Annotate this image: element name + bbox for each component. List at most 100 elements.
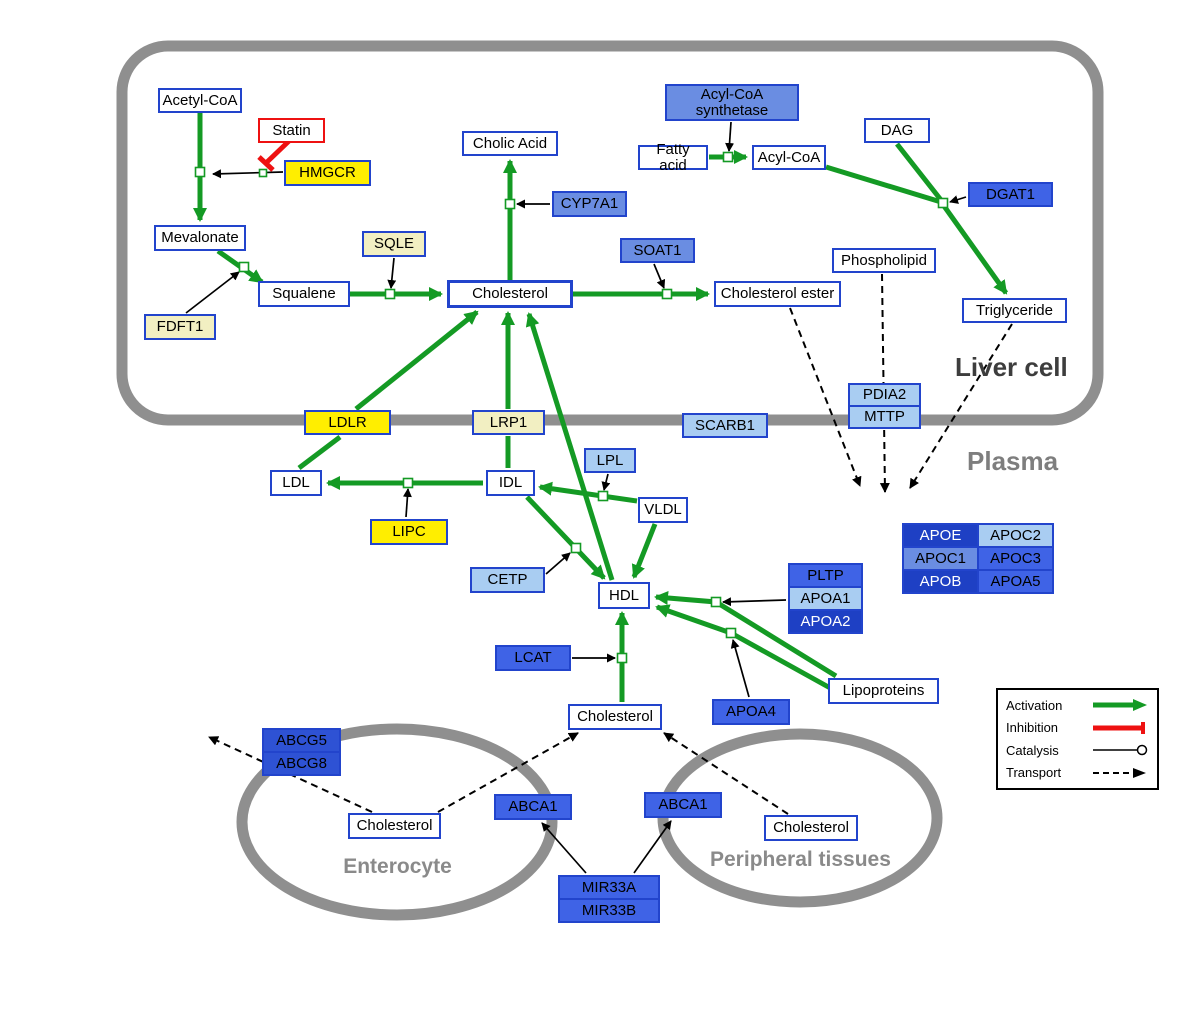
legend-inhibition-label: Inhibition [1006,720,1059,736]
node-vldl[interactable]: VLDL [638,497,688,523]
peripheral-tissues-label: Peripheral tissues [710,848,891,871]
transport-cholesterolester-plasma [789,307,862,487]
node-cholesterol-enterocyte[interactable]: Cholesterol [348,813,441,839]
transport-dashed-arrow-icon [1093,767,1146,778]
node-hdl[interactable]: HDL [598,582,650,609]
node-apob[interactable]: APOB [902,569,979,594]
node-lipoproteins[interactable]: Lipoproteins [828,678,939,704]
node-apoa4[interactable]: APOA4 [712,699,790,725]
reaction-node [504,198,516,210]
node-lpl[interactable]: LPL [584,448,636,473]
legend-row-activation: Activation [1006,694,1149,716]
reaction-node [384,288,396,300]
node-apoa1[interactable]: APOA1 [788,586,863,611]
legend-transport-label: Transport [1006,765,1062,781]
legend-row-inhibition: Inhibition [1006,717,1149,739]
activation-ldl-ldlr [297,435,342,470]
node-soat1[interactable]: SOAT1 [620,238,695,263]
node-cyp7a1[interactable]: CYP7A1 [552,191,627,217]
node-apoc1[interactable]: APOC1 [902,546,979,571]
node-apoc3[interactable]: APOC3 [977,546,1054,571]
catalysis-cetp [545,552,571,575]
node-mevalonate[interactable]: Mevalonate [154,225,246,251]
node-dgat1[interactable]: DGAT1 [968,182,1053,207]
catalysis-circle-icon [1093,745,1148,756]
enterocyte-label: Enterocyte [343,855,452,878]
arrow-mir33-abca1-enterocyte [541,822,587,874]
node-mir33b[interactable]: MIR33B [558,898,660,923]
inhibition-statin-cap [257,155,275,172]
node-cholesterol-peripheral[interactable]: Cholesterol [764,815,858,841]
reaction-node [570,542,582,554]
node-cholesterol-liver[interactable]: Cholesterol [447,280,573,308]
node-squalene[interactable]: Squalene [258,281,350,307]
node-idl[interactable]: IDL [486,470,535,496]
node-scarb1[interactable]: SCARB1 [682,413,768,438]
node-abca1-enterocyte[interactable]: ABCA1 [494,794,572,820]
transport-peripheral-plasma-cholesterol [663,732,789,815]
catalysis-lipc [402,488,412,518]
activation-ldlr-cholesterol [354,310,479,411]
catalysis-lpl [601,473,611,491]
activation-arrow-icon [1093,699,1147,712]
node-apoa5[interactable]: APOA5 [977,569,1054,594]
catalysis-sqle [387,257,397,289]
node-cholic-acid[interactable]: Cholic Acid [462,131,558,156]
node-cholesterol-ester[interactable]: Cholesterol ester [714,281,841,307]
node-abcg8[interactable]: ABCG8 [262,751,341,776]
reaction-node [597,490,609,502]
node-abca1-peripheral[interactable]: ABCA1 [644,792,722,818]
node-ldlr[interactable]: LDLR [304,410,391,435]
activation-edges [193,113,1009,702]
node-pltp[interactable]: PLTP [788,563,863,588]
node-mttp[interactable]: MTTP [848,405,921,429]
legend-activation-label: Activation [1006,697,1063,713]
reaction-nodes [194,151,949,664]
node-triglyceride[interactable]: Triglyceride [962,298,1067,323]
node-mir33a[interactable]: MIR33A [558,875,660,900]
legend: Activation Inhibition Catalysis Transpor… [996,688,1159,790]
activation-acylcoa-junction [825,164,942,205]
node-phospholipid[interactable]: Phospholipid [832,248,936,273]
catalysis-hmgcr [212,169,284,179]
node-cetp[interactable]: CETP [470,567,545,593]
node-apoe[interactable]: APOE [902,523,979,548]
activation-junction-triglyceride [941,204,1009,295]
node-ldl[interactable]: LDL [270,470,322,496]
node-sqle[interactable]: SQLE [362,231,426,257]
catalysis-apoa4 [730,639,750,698]
node-statin[interactable]: Statin [258,118,325,143]
inhibition-tee-icon [1093,721,1145,734]
node-lrp1[interactable]: LRP1 [472,410,545,435]
node-acyl-coa[interactable]: Acyl-CoA [752,145,826,170]
transport-triglyceride-plasma [909,323,1013,489]
node-pdia2[interactable]: PDIA2 [848,383,921,407]
node-cholesterol-plasma[interactable]: Cholesterol [568,704,662,730]
node-fatty-acid[interactable]: Fatty acid [638,142,708,173]
activation-hdl-cholesterol-liver [525,312,615,581]
arrow-mir33-abca1-peripheral [633,820,672,874]
catalysis-edges [185,121,967,874]
node-fdft1[interactable]: FDFT1 [144,314,216,340]
node-lcat[interactable]: LCAT [495,645,571,671]
node-lipc[interactable]: LIPC [370,519,448,545]
node-hmgcr[interactable]: HMGCR [284,160,371,186]
node-dag[interactable]: DAG [864,118,930,143]
catalysis-acylcoa-synthetase [725,121,735,152]
reaction-node [402,477,414,489]
node-apoa2[interactable]: APOA2 [788,609,863,634]
plasma-label: Plasma [967,446,1059,476]
node-acetyl-coa[interactable]: Acetyl-CoA [158,88,242,113]
legend-row-transport: Transport [1006,762,1149,784]
liver-cell-label: Liver cell [955,352,1068,382]
activation-vldl-hdl [631,523,658,579]
activation-idl-hdl [525,495,606,580]
node-apoc2[interactable]: APOC2 [977,523,1054,548]
reaction-node [937,197,949,209]
inhibition-statin-line [264,139,291,165]
catalysis-fdft1 [185,271,240,314]
activation-dag-junction [895,142,943,202]
node-acyl-coa-synthetase[interactable]: Acyl-CoA synthetase [665,84,799,121]
node-abcg5[interactable]: ABCG5 [262,728,341,753]
